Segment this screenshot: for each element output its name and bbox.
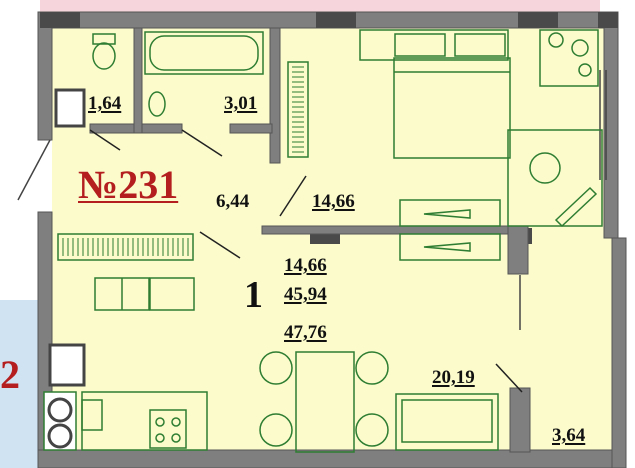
interior-walls xyxy=(89,27,531,453)
living-area-total: 14,66 xyxy=(284,255,327,276)
hallway-radiator xyxy=(57,233,194,261)
room-area-bedroom: 14,66 xyxy=(312,191,355,212)
room-count: 1 xyxy=(244,274,263,316)
ventilation-shaft xyxy=(54,88,86,128)
balcony-floor xyxy=(530,240,612,455)
neighbor-unit-top xyxy=(40,0,600,14)
bed-icon xyxy=(359,29,511,159)
door-swings xyxy=(89,129,523,393)
bathtub-icon xyxy=(144,31,264,75)
wardrobe-icon xyxy=(399,199,501,261)
windows xyxy=(17,70,607,330)
apartment-number: №231 xyxy=(78,162,179,207)
room-area-hallway: 6,44 xyxy=(216,191,250,212)
desk-icon xyxy=(507,129,603,228)
room-area-bathroom: 3,01 xyxy=(224,93,258,114)
toilet-icon xyxy=(92,33,116,70)
bedroom-radiator xyxy=(287,61,309,158)
dining-table-icon xyxy=(259,351,389,453)
neighbor-unit-left xyxy=(0,300,38,468)
total-area: 45,94 xyxy=(284,284,327,305)
room-area-kitchen-living: 20,19 xyxy=(432,367,475,388)
neighbor-apartment-number: 2 xyxy=(0,352,20,397)
room-area-balcony: 3,64 xyxy=(552,425,586,446)
room-area-wc: 1,64 xyxy=(88,93,122,114)
kitchen-cabinets-icon xyxy=(94,277,195,311)
stove-icon xyxy=(149,409,187,449)
total-area-with-balcony: 47,76 xyxy=(284,322,327,343)
sink-icon xyxy=(148,91,166,117)
exterior-walls xyxy=(37,11,627,468)
washing-machine-icon xyxy=(43,391,77,451)
plant-icon xyxy=(539,29,599,87)
worktop-icon xyxy=(81,391,208,451)
sofa-icon xyxy=(395,393,499,451)
fixtures xyxy=(43,29,603,453)
kitchen-shaft xyxy=(48,343,86,387)
